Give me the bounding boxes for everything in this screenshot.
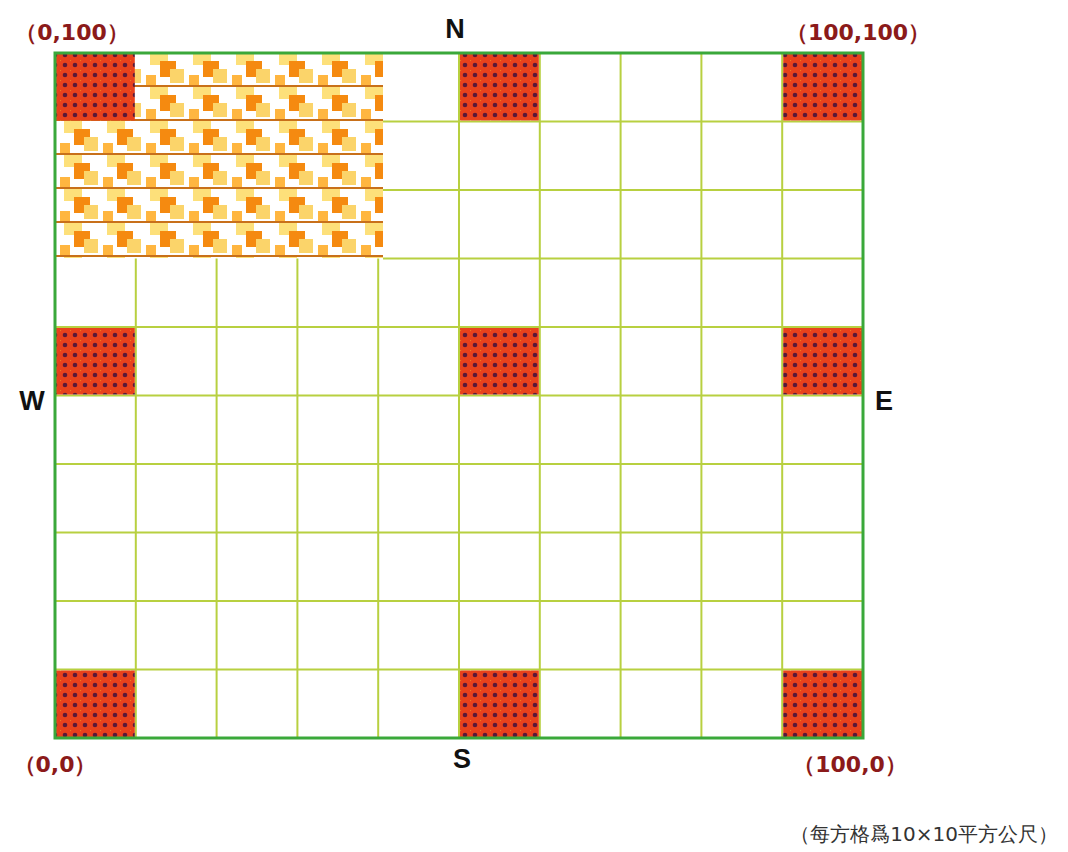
grid-line <box>55 395 863 397</box>
grid-line <box>216 259 218 739</box>
patterned-area <box>55 53 383 258</box>
grid-line <box>55 532 863 534</box>
compass-label: W <box>19 387 44 417</box>
scale-caption: （每方格爲10×10平方公尺） <box>790 821 1058 848</box>
grid-line <box>383 258 863 260</box>
marked-cell <box>56 54 135 121</box>
coordinate-label: （100,100） <box>786 21 930 45</box>
grid-line <box>135 259 137 739</box>
marked-cell <box>460 671 539 738</box>
compass-label: E <box>875 387 893 417</box>
grid-line <box>296 259 298 739</box>
compass-label: N <box>445 15 465 45</box>
grid-line <box>55 600 863 602</box>
marked-cell <box>783 671 862 738</box>
grid-line <box>55 326 863 328</box>
marked-cell <box>460 328 539 395</box>
grid-line <box>377 259 379 739</box>
grid-lines <box>55 53 863 738</box>
map-border <box>55 53 863 738</box>
coordinate-label: （100,0） <box>793 753 907 777</box>
marked-cells <box>56 54 862 737</box>
grid-line <box>55 669 863 671</box>
coordinate-label: （0,0） <box>14 753 97 777</box>
marked-cell <box>56 671 135 738</box>
marked-cell <box>783 54 862 121</box>
grid-line <box>383 121 863 123</box>
marked-cell <box>56 328 135 395</box>
compass-label: S <box>453 745 471 775</box>
grid-line <box>55 463 863 465</box>
marked-cell <box>783 328 862 395</box>
grid-line <box>383 189 863 191</box>
marked-cell <box>460 54 539 121</box>
coordinate-label: （0,100） <box>15 21 129 45</box>
